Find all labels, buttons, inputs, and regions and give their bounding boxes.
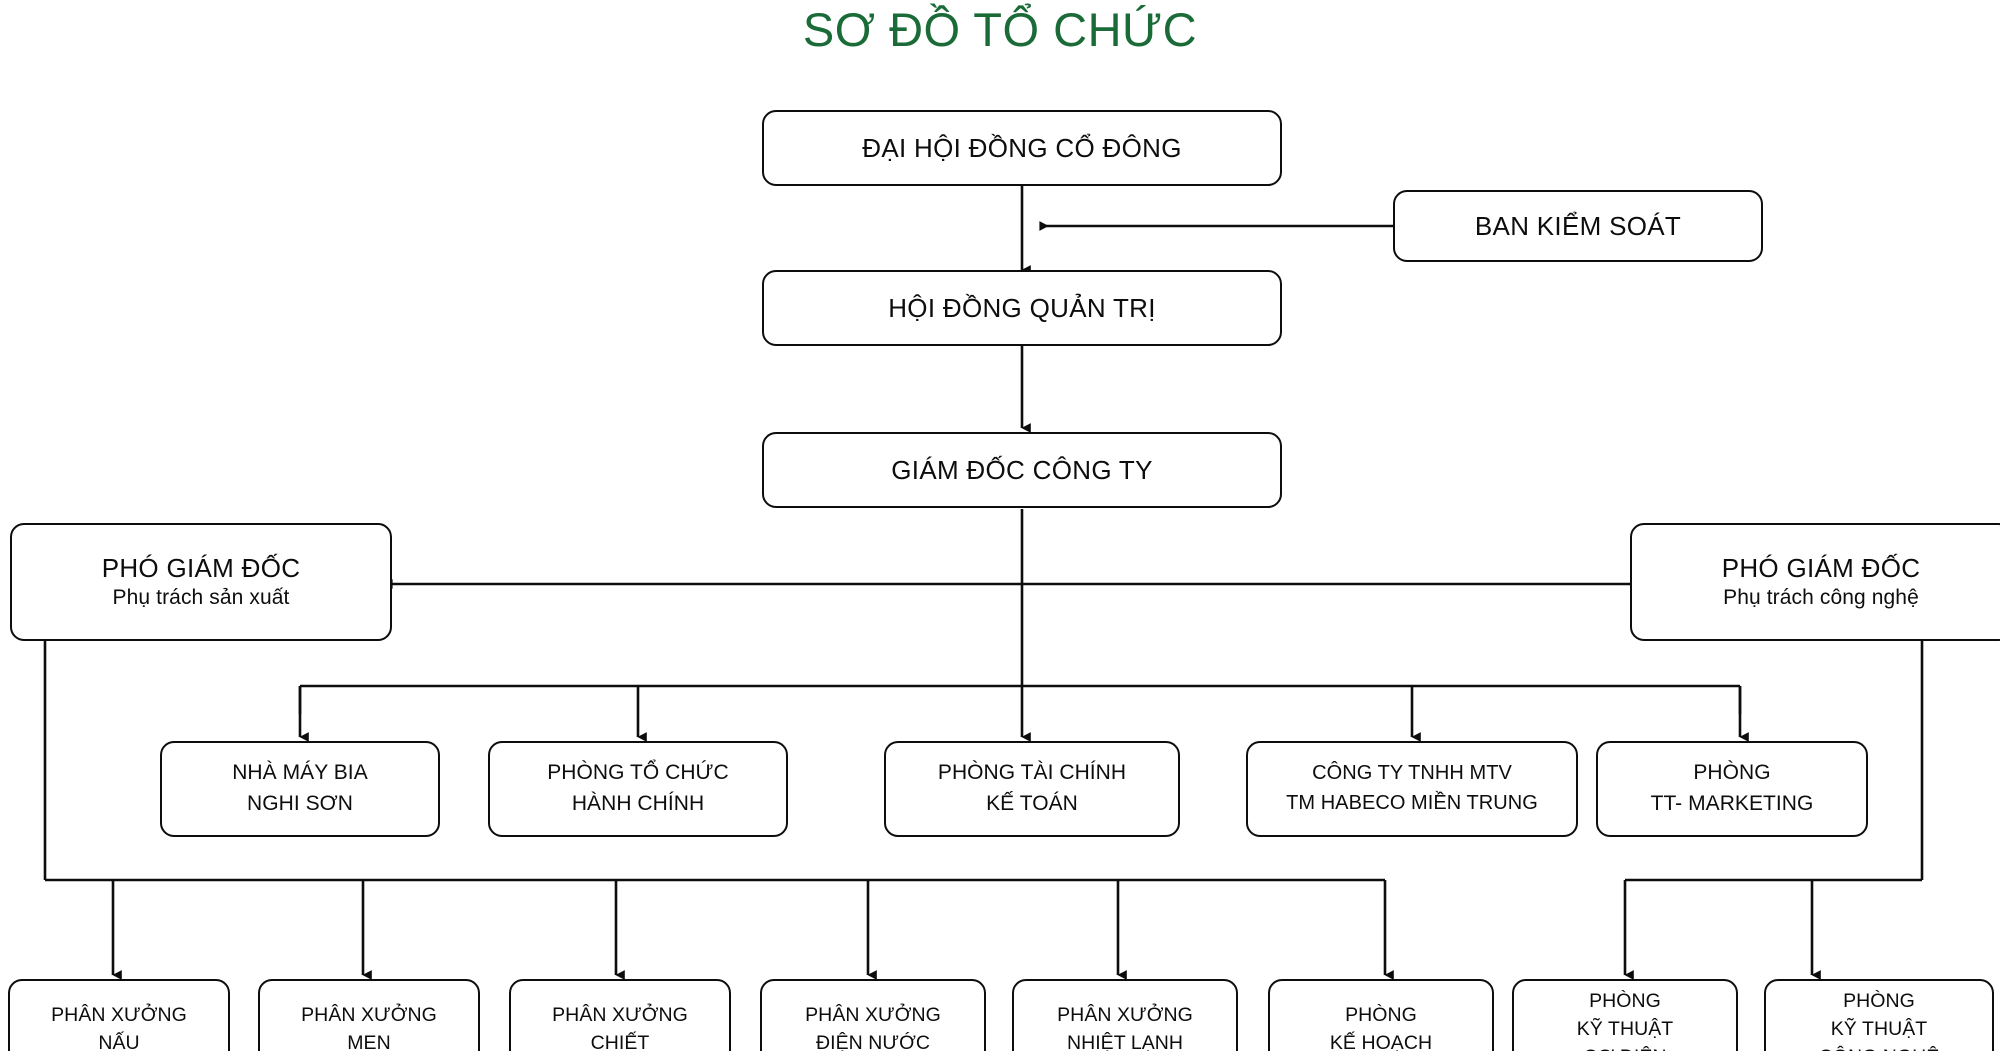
unit-line-1: PHÂN XƯỞNG — [552, 1003, 688, 1026]
node-deputy-director-technology[interactable]: PHÓ GIÁM ĐỐC Phụ trách công nghệ — [1630, 523, 2000, 641]
unit-line-2: KẾ HOẠCH — [1329, 1031, 1433, 1051]
unit-line-2: ĐIỆN NƯỚC — [816, 1031, 930, 1051]
node-deputy-director-production[interactable]: PHÓ GIÁM ĐỐC Phụ trách sản xuất — [10, 523, 392, 641]
node-unit[interactable]: PHÂN XƯỞNG ĐIỆN NƯỚC — [760, 979, 986, 1051]
department-line-1: PHÒNG TỔ CHỨC — [547, 761, 729, 785]
node-department[interactable]: CÔNG TY TNHH MTV TM HABECO MIỀN TRUNG — [1246, 741, 1578, 837]
page-title: SƠ ĐỒ TỔ CHỨC — [802, 3, 1198, 56]
deputy-subtitle: Phụ trách sản xuất — [112, 585, 290, 609]
unit-line-2: NẤU — [98, 1031, 140, 1051]
node-board-of-directors[interactable]: HỘI ĐỒNG QUẢN TRỊ — [762, 270, 1282, 346]
department-line-1: NHÀ MÁY BIA — [232, 761, 368, 785]
node-label: ĐẠI HỘI ĐỒNG CỔ ĐÔNG — [862, 132, 1182, 163]
deputy-title: PHÓ GIÁM ĐỐC — [101, 553, 301, 584]
department-line-2: TM HABECO MIỀN TRUNG — [1286, 792, 1538, 814]
unit-line-1: PHÂN XƯỞNG — [1057, 1003, 1193, 1026]
department-line-1: CÔNG TY TNHH MTV — [1312, 762, 1512, 785]
unit-line-1: PHÒNG — [1345, 1003, 1417, 1026]
deputy-title: PHÓ GIÁM ĐỐC — [1721, 553, 1921, 584]
unit-line-2: KỸ THUẬT — [1576, 1017, 1674, 1040]
node-unit[interactable]: PHÒNG KỸ THUẬT CÔNG NGHỆ — [1764, 979, 1994, 1051]
node-general-director[interactable]: GIÁM ĐỐC CÔNG TY — [762, 432, 1282, 508]
node-department[interactable]: PHÒNG TÀI CHÍNH KẾ TOÁN — [884, 741, 1180, 837]
node-label: BAN KIỂM SOÁT — [1474, 210, 1682, 241]
unit-line-2: KỸ THUẬT — [1830, 1017, 1928, 1040]
unit-line-2: CHIẾT — [590, 1031, 650, 1051]
unit-line-3: CƠ ĐIỆN — [1583, 1046, 1666, 1051]
node-supervisory-board[interactable]: BAN KIỂM SOÁT — [1393, 190, 1763, 262]
node-unit[interactable]: PHÒNG KỸ THUẬT CƠ ĐIỆN — [1512, 979, 1738, 1051]
node-unit[interactable]: PHÂN XƯỞNG MEN — [258, 979, 480, 1051]
department-line-2: NGHI SƠN — [247, 792, 353, 815]
unit-line-3: CÔNG NGHỆ — [1819, 1046, 1940, 1051]
unit-line-1: PHÒNG — [1843, 989, 1915, 1012]
node-unit[interactable]: PHÒNG KẾ HOẠCH — [1268, 979, 1494, 1051]
unit-line-1: PHÂN XƯỞNG — [301, 1003, 437, 1026]
unit-line-1: PHÒNG — [1589, 989, 1661, 1012]
unit-line-2: MEN — [347, 1031, 391, 1051]
unit-line-1: PHÂN XƯỞNG — [805, 1003, 941, 1026]
node-unit[interactable]: PHÂN XƯỞNG CHIẾT — [509, 979, 731, 1051]
unit-line-2: NHIỆT LẠNH — [1066, 1031, 1184, 1051]
node-unit[interactable]: PHÂN XƯỞNG NHIỆT LẠNH — [1012, 979, 1238, 1051]
node-shareholders-meeting[interactable]: ĐẠI HỘI ĐỒNG CỔ ĐÔNG — [762, 110, 1282, 186]
department-line-2: KẾ TOÁN — [986, 792, 1078, 815]
node-department[interactable]: PHÒNG TỔ CHỨC HÀNH CHÍNH — [488, 741, 788, 837]
node-department[interactable]: NHÀ MÁY BIA NGHI SƠN — [160, 741, 440, 837]
department-line-1: PHÒNG TÀI CHÍNH — [937, 761, 1127, 785]
node-unit[interactable]: PHÂN XƯỞNG NẤU — [8, 979, 230, 1051]
department-line-1: PHÒNG — [1693, 761, 1771, 785]
node-label: HỘI ĐỒNG QUẢN TRỊ — [888, 292, 1156, 323]
unit-line-1: PHÂN XƯỞNG — [51, 1003, 187, 1026]
node-department[interactable]: PHÒNG TT- MARKETING — [1596, 741, 1868, 837]
department-line-2: TT- MARKETING — [1650, 792, 1814, 815]
department-line-2: HÀNH CHÍNH — [571, 792, 705, 815]
node-label: GIÁM ĐỐC CÔNG TY — [891, 454, 1153, 485]
deputy-subtitle: Phụ trách công nghệ — [1723, 585, 1919, 609]
